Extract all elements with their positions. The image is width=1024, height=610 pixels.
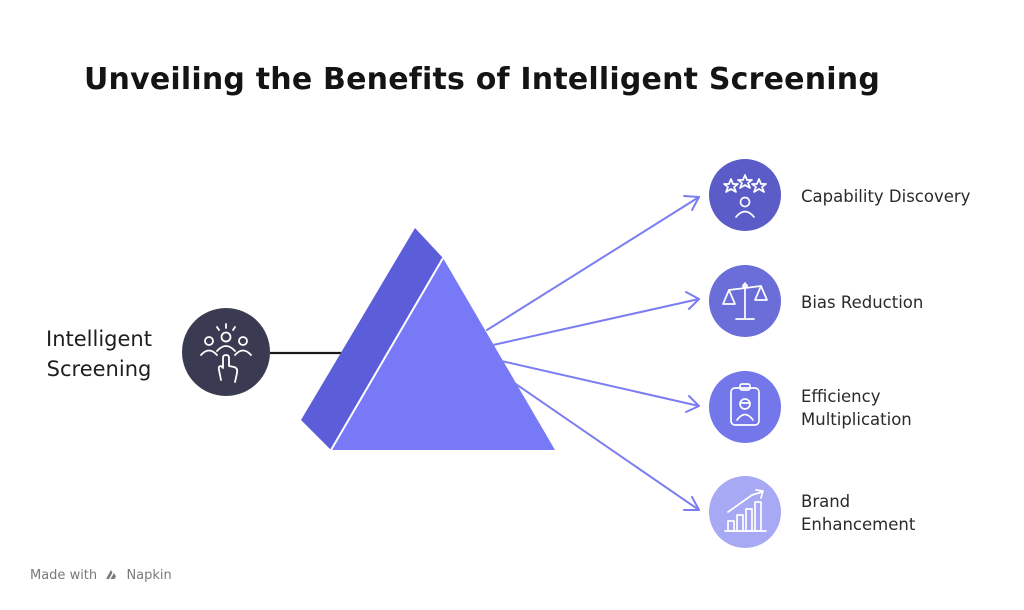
- output-label-line: Bias Reduction: [801, 293, 924, 312]
- arrow-bias-reduction: [492, 291, 700, 346]
- source-label-line: Screening: [46, 357, 152, 381]
- people-hand-pointer-icon: [200, 323, 252, 383]
- prism-edge: [330, 257, 444, 451]
- robot-badge-icon: [730, 383, 760, 426]
- output-label-bias-reduction: Bias Reduction: [801, 291, 923, 314]
- source-node: [182, 308, 270, 396]
- arrow-capability-discovery: [486, 195, 700, 331]
- output-label-efficiency-multiplication: Efficiency Multiplication: [801, 385, 912, 431]
- prism: [301, 228, 555, 451]
- arrow-brand-enhancement: [509, 379, 700, 511]
- output-label-line: Enhancement: [801, 515, 916, 534]
- output-label-line: Capability Discovery: [801, 187, 971, 206]
- output-label-line: Efficiency: [801, 387, 881, 406]
- napkin-brand-text: Napkin: [126, 568, 172, 583]
- source-label-line: Intelligent: [46, 327, 152, 351]
- output-node-capability-discovery: [709, 159, 781, 231]
- page-title: Unveiling the Benefits of Intelligent Sc…: [83, 62, 880, 97]
- made-with-footer: Made with Napkin: [30, 568, 172, 583]
- output-arrows: [486, 195, 700, 511]
- balance-scale-icon: [722, 282, 768, 320]
- output-node-efficiency-multiplication: [709, 371, 781, 443]
- output-label-capability-discovery: Capability Discovery: [801, 185, 970, 208]
- made-with-text: Made with: [30, 568, 98, 583]
- prism-front-face: [331, 258, 555, 450]
- growth-chart-icon: [724, 489, 767, 532]
- output-node-brand-enhancement: [709, 476, 781, 548]
- arrow-efficiency-multiplication: [496, 359, 700, 413]
- output-label-line: Brand: [801, 492, 851, 511]
- output-node-bias-reduction: [709, 265, 781, 337]
- stars-person-icon: [723, 174, 767, 218]
- output-label-line: Multiplication: [801, 410, 912, 429]
- prism-side-face: [301, 228, 443, 450]
- source-label: Intelligent Screening: [24, 324, 174, 384]
- output-label-brand-enhancement: Brand Enhancement: [801, 490, 915, 536]
- napkin-logo-icon: [106, 570, 117, 579]
